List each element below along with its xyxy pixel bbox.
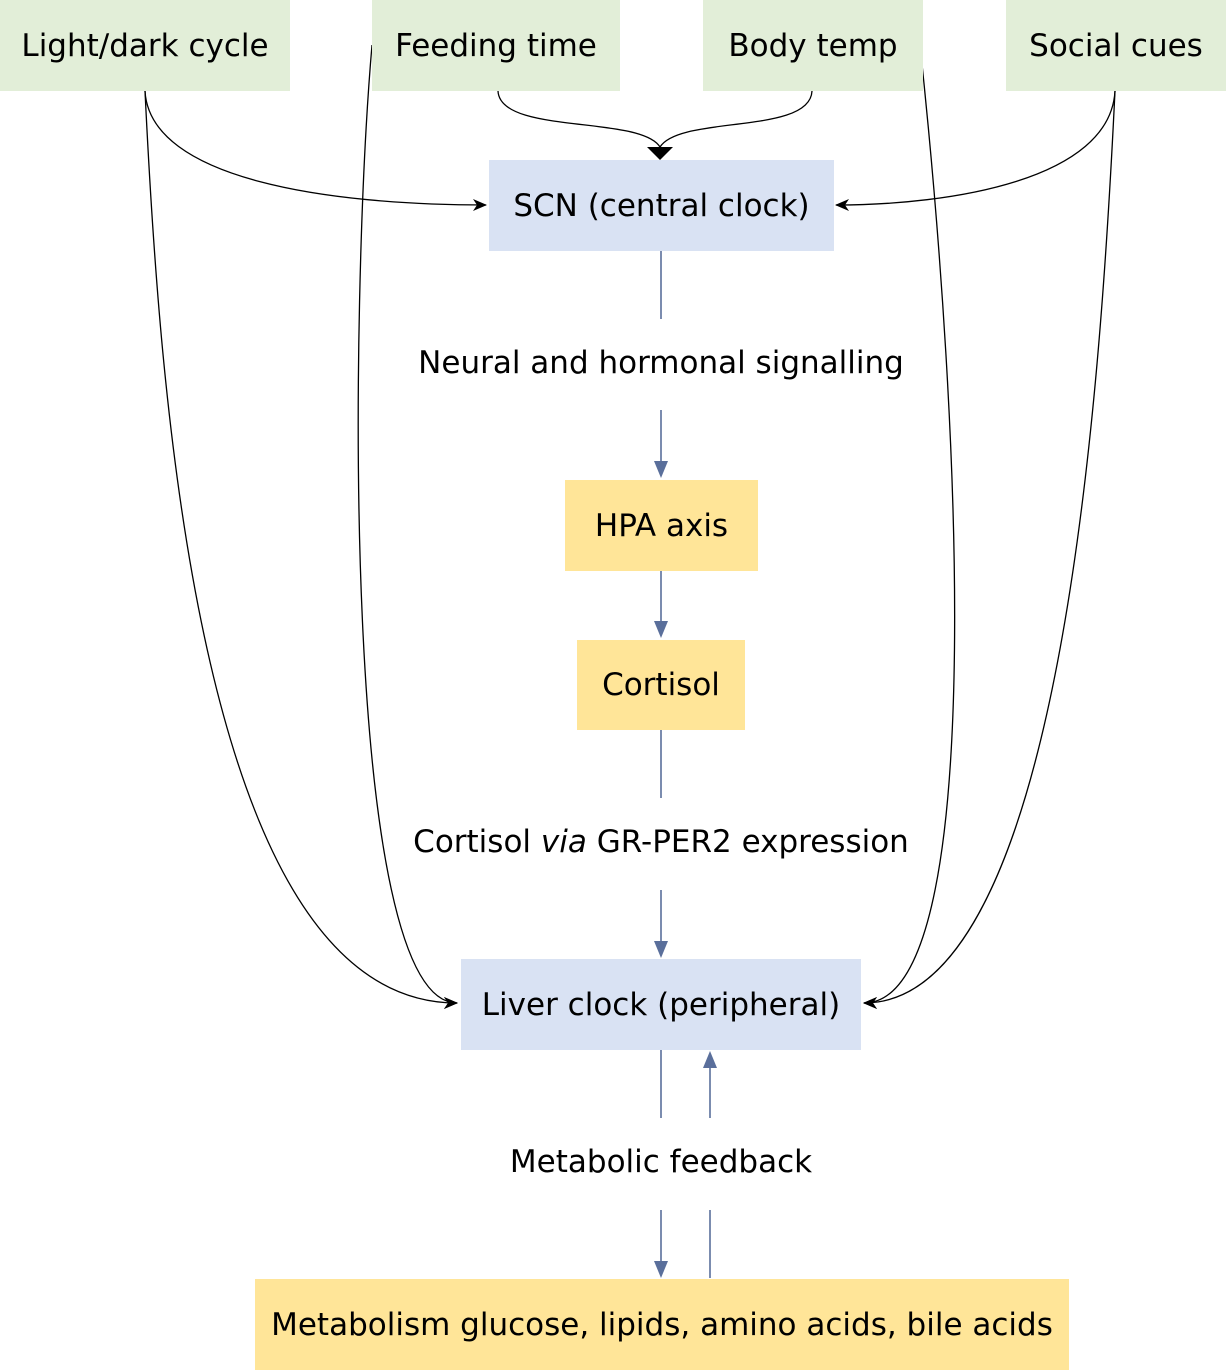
arrowhead-liver-feedback (703, 1051, 717, 1068)
node-metabolism: Metabolism glucose, lipids, amino acids,… (255, 1279, 1069, 1370)
arrowhead-cortisol (654, 621, 668, 638)
node-label: SCN (central clock) (513, 187, 810, 224)
node-label: Liver clock (peripheral) (481, 986, 841, 1023)
edge-label-cortisol-via: Cortisol via GR-PER2 expression (413, 824, 909, 860)
edge-feeding-to-liver (357, 44, 458, 1009)
merged-arrowhead (647, 147, 673, 160)
edge-label-neural: Neural and hormonal signalling (418, 345, 904, 381)
node-liver-clock: Liver clock (peripheral) (461, 959, 861, 1050)
edge-feeding-to-scn (497, 90, 661, 148)
input-body-temp: Body temp (703, 0, 923, 91)
input-social-cues: Social cues (1006, 0, 1226, 91)
node-label: Cortisol (602, 667, 720, 703)
edge-label-suffix: GR-PER2 expression (586, 824, 909, 860)
input-label: Light/dark cycle (21, 27, 269, 64)
node-hpa-axis: HPA axis (565, 480, 758, 571)
arrowhead-hpa (654, 461, 668, 478)
edge-social-to-liver (863, 90, 1116, 1009)
edge-light-to-scn (144, 90, 487, 211)
edge-label-italic: via (540, 824, 587, 860)
node-scn: SCN (central clock) (489, 160, 834, 251)
input-light-dark-cycle: Light/dark cycle (0, 0, 290, 91)
node-label: Metabolism glucose, lipids, amino acids,… (271, 1306, 1053, 1343)
arrowhead-liver (654, 941, 668, 958)
input-label: Body temp (728, 27, 898, 64)
edge-label-metabolic-feedback: Metabolic feedback (509, 1144, 813, 1180)
input-feeding-time: Feeding time (372, 0, 620, 91)
arrowhead-metabolism (654, 1261, 668, 1278)
edge-social-to-scn (835, 90, 1116, 211)
edge-bodytemp-to-liver (863, 44, 956, 1009)
input-label: Social cues (1029, 27, 1203, 64)
edge-label-prefix: Cortisol (413, 824, 541, 860)
input-label: Feeding time (395, 27, 597, 64)
node-cortisol: Cortisol (577, 640, 745, 730)
edge-light-to-liver (144, 90, 458, 1009)
node-label: HPA axis (594, 507, 729, 544)
edge-bodytemp-to-scn (659, 90, 813, 148)
